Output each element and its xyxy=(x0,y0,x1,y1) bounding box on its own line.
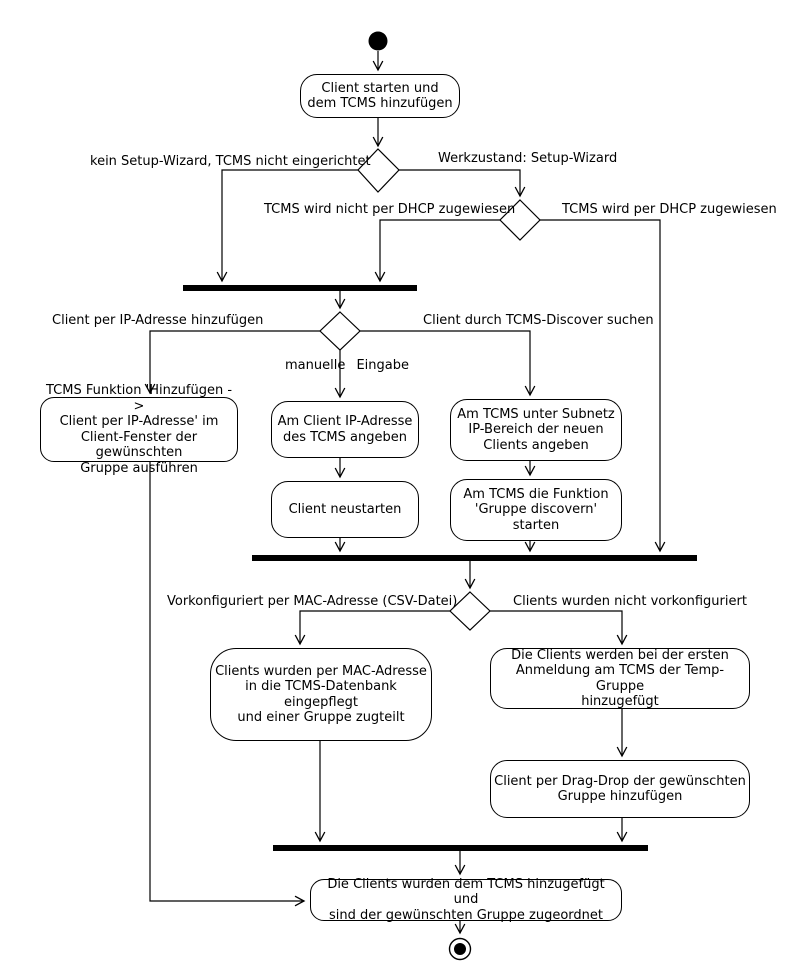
final-node-inner xyxy=(454,943,466,955)
action-abschluss: Die Clients wurden dem TCMS hinzugefügt … xyxy=(310,877,622,923)
edge-label-werkzustand: Werkzustand: Setup-Wizard xyxy=(438,151,618,166)
edge-discover xyxy=(360,330,536,397)
edge-dhcp xyxy=(540,219,666,553)
edge-werkzustand xyxy=(399,169,526,198)
fork-bar-top xyxy=(183,285,417,291)
action-client-neustarten: Client neustarten xyxy=(271,481,419,538)
edge-label-kein-setup-wizard: kein Setup-Wizard, TCMS nicht eingericht… xyxy=(90,154,371,169)
edge-label-per-ip: Client per IP-Adresse hinzufügen xyxy=(52,313,264,328)
edge-group xyxy=(144,51,666,935)
action-am-tcms-subnetz: Am TCMS unter Subnetz IP-Bereich der neu… xyxy=(450,399,622,461)
action-temp-gruppe: Die Clients werden bei der ersten Anmeld… xyxy=(490,648,750,709)
edge-label-dhcp-nicht: TCMS wird nicht per DHCP zugewiesen xyxy=(264,202,516,217)
action-client-starten: Client starten und dem TCMS hinzufügen xyxy=(300,74,460,118)
action-gruppe-discovern: Am TCMS die Funktion 'Gruppe discovern' … xyxy=(450,479,622,541)
edge-per-ip xyxy=(144,330,320,395)
action-tcms-funktion-hinzufuegen: TCMS Funktion 'Hinzufügen -> Client per … xyxy=(40,383,238,476)
edge-dhcp-nicht xyxy=(374,219,500,283)
edge-kein-setup-wizard xyxy=(216,169,358,283)
edge-nicht-vorkonfiguriert xyxy=(490,610,628,646)
decision-setup-wizard xyxy=(357,148,400,193)
decision-preconfigured xyxy=(449,591,491,631)
edge-funktion-to-abschluss xyxy=(149,461,306,907)
action-am-client-ip: Am Client IP-Adresse des TCMS angeben xyxy=(271,401,419,458)
edge-label-dhcp: TCMS wird per DHCP zugewiesen xyxy=(562,202,777,217)
edge-label-manuelle-eingabe: manuelle Eingabe xyxy=(285,358,409,373)
edge-vorkonfiguriert xyxy=(294,610,450,646)
edge-label-nicht-vorkonfiguriert: Clients wurden nicht vorkonfiguriert xyxy=(513,594,747,609)
edge-label-vorkonfiguriert: Vorkonfiguriert per MAC-Adresse (CSV-Dat… xyxy=(167,594,458,609)
join-bar-middle xyxy=(252,555,697,561)
initial-node xyxy=(368,31,388,51)
join-bar-bottom xyxy=(273,845,648,851)
decision-add-method xyxy=(319,311,361,351)
edge-label-discover: Client durch TCMS-Discover suchen xyxy=(423,313,654,328)
action-drag-drop: Client per Drag-Drop der gewünschten Gru… xyxy=(490,760,750,818)
action-mac-eingepflegt: Clients wurden per MAC-Adresse in die TC… xyxy=(210,648,432,741)
decision-dhcp xyxy=(499,199,541,241)
